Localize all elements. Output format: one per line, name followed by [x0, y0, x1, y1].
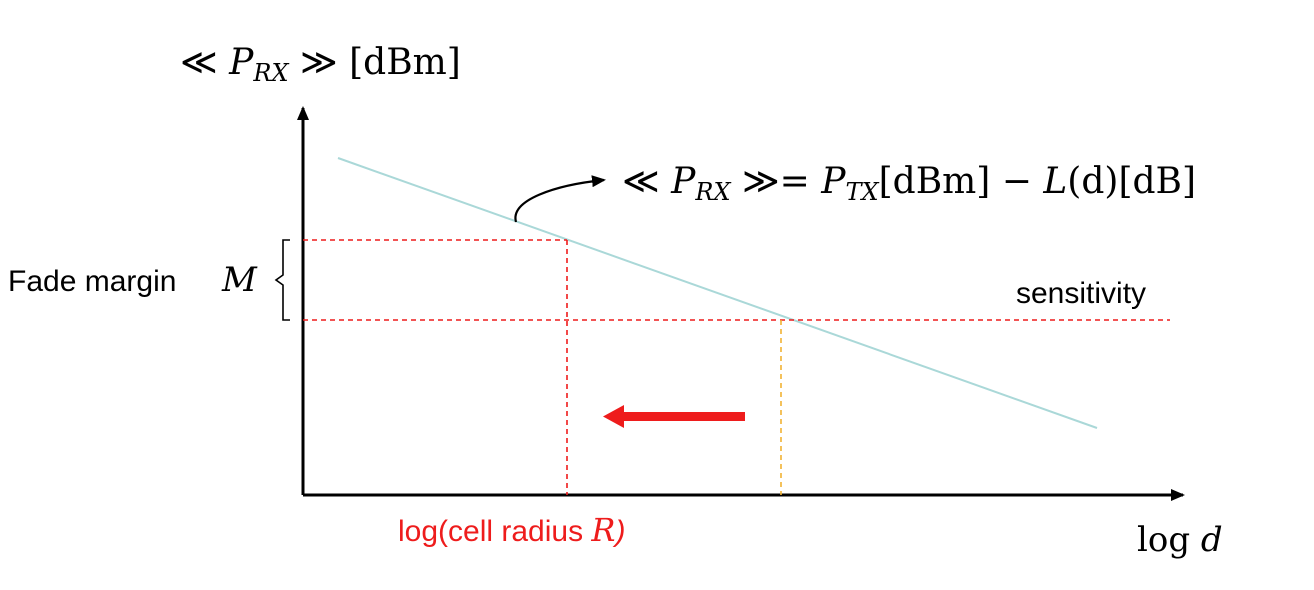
path-loss-equation: ≪ PRX ≫= PTX[dBm] − L(d)[dB]	[622, 161, 1196, 206]
path-loss-line	[337, 157, 1098, 429]
x-axis-symbol: d	[1201, 520, 1223, 560]
equation-right-bracket: ≫=	[731, 161, 822, 202]
equation-loss-symbol: L	[1042, 161, 1067, 202]
fade-margin-brace	[274, 239, 290, 321]
x-axis-prefix: log	[1137, 520, 1201, 560]
equation-loss-arg: (d)	[1067, 161, 1118, 202]
cell-radius-label: log(cell radius R)	[398, 511, 626, 549]
shrink-radius-arrow	[603, 405, 745, 428]
fade-margin-text: Fade margin	[8, 265, 176, 298]
y-axis-unit: [dBm]	[349, 42, 461, 83]
x-axis-label: log d	[1137, 520, 1223, 560]
y-axis-label: ≪ PRX ≫ [dBm]	[180, 42, 461, 87]
y-axis-symbol: P	[228, 42, 254, 83]
shrink-radius-arrow-head	[603, 405, 624, 428]
sensitivity-label: sensitivity	[1016, 277, 1146, 310]
equation-pointer-arrow	[514, 175, 606, 223]
equation-lhs-symbol: P	[670, 161, 696, 202]
y-axis-left-bracket: ≪	[180, 42, 229, 83]
cell-radius-close: )	[613, 515, 626, 548]
shrink-radius-arrow-shaft	[620, 412, 745, 421]
y-axis-right-bracket: ≫	[289, 42, 350, 83]
cell-radius-symbol: R	[590, 511, 615, 549]
equation-left-bracket: ≪	[622, 161, 671, 202]
equation-rhs-subscript: TX	[846, 178, 880, 206]
y-axis-subscript: RX	[252, 59, 289, 87]
equation-rhs-symbol: P	[820, 161, 846, 202]
fade-margin-label: Fade margin	[8, 265, 176, 298]
cell-radius-text: log(cell radius	[398, 515, 591, 548]
equation-loss-unit: [dB]	[1118, 161, 1196, 202]
fade-margin-symbol: M	[221, 260, 258, 300]
equation-lhs-subscript: RX	[694, 178, 731, 206]
equation-rhs-unit: [dBm] −	[879, 161, 1044, 202]
